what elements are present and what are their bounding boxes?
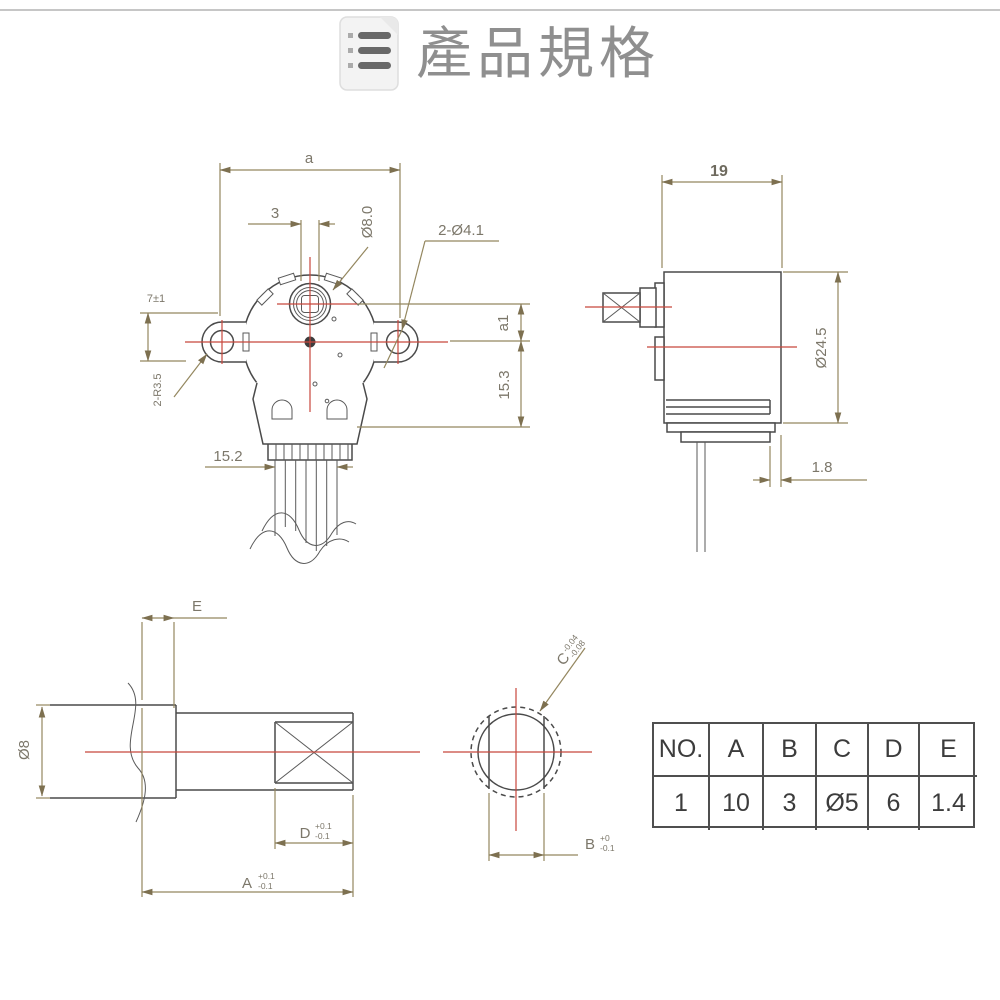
spec-table-header-a: A xyxy=(710,724,764,777)
dim-7: 7±1 xyxy=(140,293,218,362)
cable-break-line-top xyxy=(261,512,357,546)
section-centerlines xyxy=(443,688,592,831)
dim-holes: 2-Ø4.1 xyxy=(383,222,499,369)
connector-teeth xyxy=(275,444,349,460)
dim-a1-label: a1 xyxy=(495,315,512,332)
dim-c: C -0.04 -0.08 xyxy=(539,632,587,712)
ribbon-cable xyxy=(274,460,338,551)
skirt-arch-right xyxy=(326,399,348,420)
dim-b-tol-upper: +0 xyxy=(600,833,610,843)
dim-a-shaft-tol-upper: +0.1 xyxy=(258,871,275,881)
shaft-break-line xyxy=(127,682,146,823)
dim-d-label: D xyxy=(300,825,311,842)
top-divider xyxy=(0,9,1000,11)
dim-boss-dia: Ø8.0 xyxy=(332,206,376,291)
dim-3-label: 3 xyxy=(271,205,279,222)
page-header: 產品規格 xyxy=(336,14,660,94)
dim-dia8: Ø8 xyxy=(16,704,50,799)
spec-table-value-b: 3 xyxy=(764,777,817,830)
dim-1-8: 1.8 xyxy=(753,435,867,487)
spec-table-header-b: B xyxy=(764,724,817,777)
dim-dia8-label: Ø8 xyxy=(16,740,33,760)
dim-1-8-label: 1.8 xyxy=(812,459,833,476)
dim-boss-dia-label: Ø8.0 xyxy=(359,206,376,239)
side-front-plate-lower xyxy=(654,336,665,381)
spec-table-value-a: 10 xyxy=(710,777,764,830)
shaft-flat-section xyxy=(274,721,354,784)
spec-table-value-d: 6 xyxy=(869,777,920,830)
spec-table-header-c: C xyxy=(817,724,869,777)
front-view: a 3 Ø8.0 2-Ø4.1 xyxy=(140,150,530,564)
dim-b-label: B xyxy=(585,836,595,853)
dim-7-label: 7±1 xyxy=(147,293,165,305)
cable-break-line-bottom xyxy=(249,530,350,564)
side-base-plate xyxy=(666,422,776,433)
shaft-detail-view: E Ø8 D +0.1 -0.1 A xyxy=(16,598,420,897)
dim-15-3: 15.3 xyxy=(357,340,530,428)
front-centerlines xyxy=(185,257,448,412)
side-bottom-plates xyxy=(666,399,771,415)
spec-sheet-icon xyxy=(339,16,399,91)
side-cable xyxy=(696,442,706,552)
spec-table-header-e: E xyxy=(920,724,977,777)
connector-block xyxy=(267,444,353,461)
side-view: 19 Ø24.5 1.8 xyxy=(585,163,867,552)
dim-15-2-label: 15.2 xyxy=(213,448,242,465)
skirt-arch-left xyxy=(271,399,293,420)
dim-15-3-label: 15.3 xyxy=(496,370,513,399)
dim-holes-label: 2-Ø4.1 xyxy=(438,222,484,239)
page-title: 產品規格 xyxy=(416,22,660,85)
dim-e-label: E xyxy=(192,598,202,615)
dim-a-shaft-tol-lower: -0.1 xyxy=(258,881,273,891)
spec-table-value-no: 1 xyxy=(654,777,710,830)
dim-d: D +0.1 -0.1 xyxy=(274,788,354,897)
cross-section-view: C -0.04 -0.08 B +0 -0.1 xyxy=(443,632,615,861)
spec-table-value-e: 1.4 xyxy=(931,789,966,817)
dim-a-shaft-label: A xyxy=(242,875,252,892)
dim-a: a xyxy=(219,150,401,318)
dim-a1: a1 xyxy=(357,303,530,342)
spec-table-header-no: NO. xyxy=(654,724,710,777)
dim-body-dia-label: Ø24.5 xyxy=(813,328,830,369)
dim-ear-radius-label: 2-R3.5 xyxy=(152,373,164,406)
dim-b-tol-lower: -0.1 xyxy=(600,843,615,853)
dim-b: B +0 -0.1 xyxy=(488,793,615,861)
dim-19-label: 19 xyxy=(710,163,728,180)
body-notches xyxy=(256,272,364,306)
dim-15-2: 15.2 xyxy=(205,448,353,471)
spec-table-value-c: Ø5 xyxy=(817,777,869,830)
dim-3: 3 xyxy=(248,205,335,281)
dim-body-dia: Ø24.5 xyxy=(783,271,848,424)
spec-table: NO. A B C D E 1 10 3 Ø5 6 1.4 xyxy=(652,722,977,830)
body-detail-marks xyxy=(312,316,343,404)
dim-d-tol-lower: -0.1 xyxy=(315,831,330,841)
motor-skirt-outline xyxy=(252,382,368,445)
dim-e: E xyxy=(141,598,227,708)
dim-ear-radius: 2-R3.5 xyxy=(152,353,208,407)
dim-a-label: a xyxy=(305,150,314,167)
dim-d-tol-upper: +0.1 xyxy=(315,821,332,831)
side-base-tab xyxy=(680,431,771,443)
dim-a-shaft: A +0.1 -0.1 xyxy=(141,708,354,897)
dim-19: 19 xyxy=(661,163,783,268)
spec-table-header-d: D xyxy=(869,724,920,777)
side-centerlines xyxy=(585,306,797,348)
